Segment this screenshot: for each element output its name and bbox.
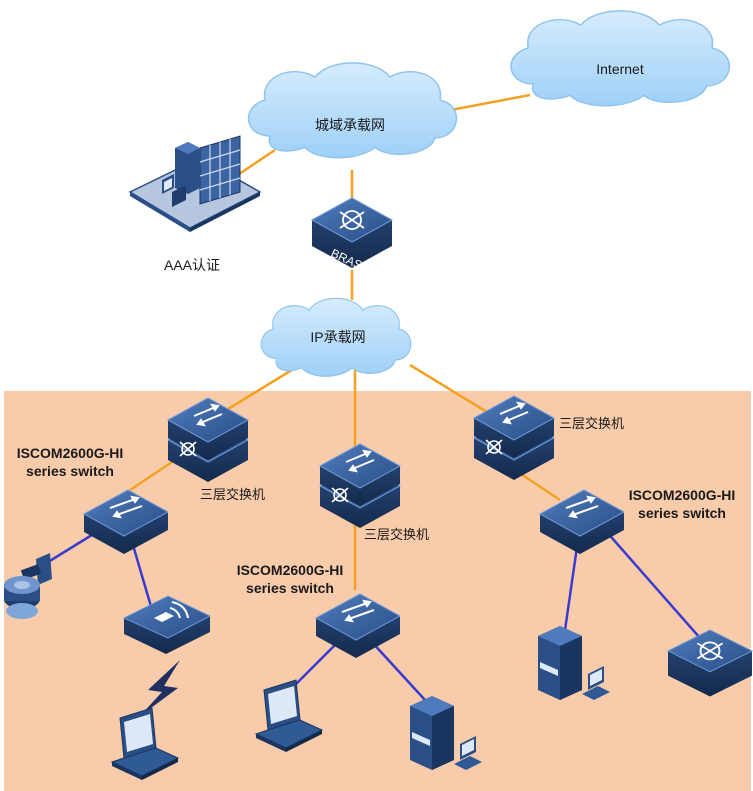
metro-cloud: [247, 62, 458, 159]
metro-network-label: 城域承载网: [315, 117, 385, 133]
ip-camera-icon: [4, 553, 52, 619]
ip-network-label: IP承载网: [310, 329, 365, 345]
iscom-mid-label-line2: series switch: [246, 580, 334, 596]
iscom-mid-label-line1: ISCOM2600G-HI: [237, 562, 344, 578]
wireless-ap-icon: [122, 595, 212, 654]
iscom-left-label-line1: ISCOM2600G-HI: [17, 445, 124, 461]
aaa-label: AAA认证: [164, 257, 220, 273]
internet-label: Internet: [596, 61, 644, 77]
wireless-link-icon: [140, 660, 180, 716]
iscom-right-label-line1: ISCOM2600G-HI: [629, 487, 736, 503]
l3-switch-right-label: 三层交换机: [559, 416, 624, 431]
internet-cloud: [510, 10, 731, 107]
l3-switch-left-label: 三层交换机: [200, 487, 265, 502]
iscom-right-label-line2: series switch: [638, 505, 726, 521]
l3-switch-mid-label: 三层交换机: [364, 527, 429, 542]
iscom-left-label-line2: series switch: [26, 463, 114, 479]
aaa-server-icon: [128, 135, 262, 232]
